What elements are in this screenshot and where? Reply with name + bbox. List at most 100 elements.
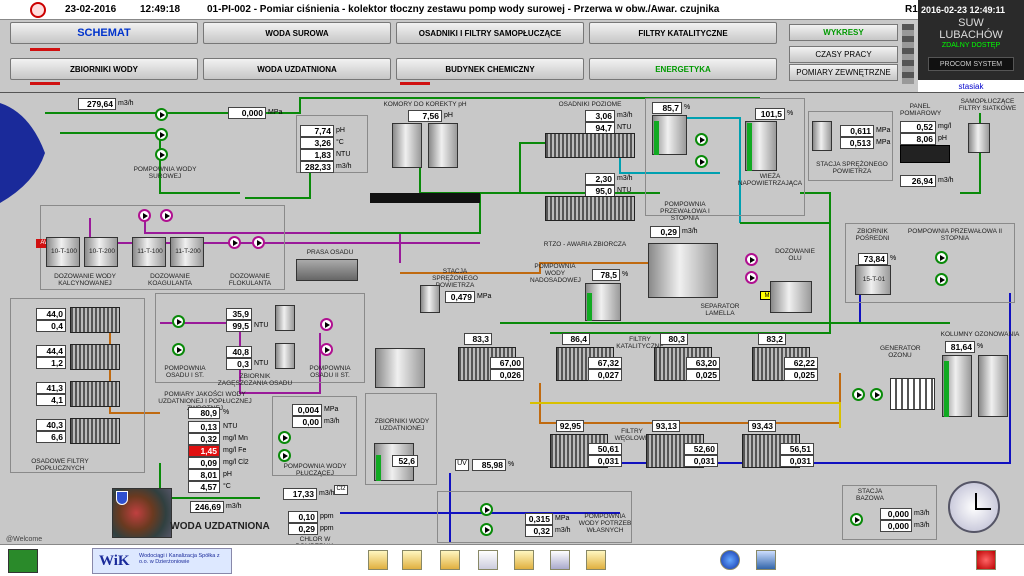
wq-unit-4: mg/l Cl2: [223, 459, 249, 466]
fs2-value: 0,4: [36, 320, 66, 332]
label-zageszcz: ZBIORNIK ZAGĘSZCZANIA OSADU: [217, 373, 293, 387]
osad-box: [155, 293, 365, 383]
od1-value: 246,69: [190, 501, 224, 513]
osad-pump-2[interactable]: [172, 343, 185, 356]
przewal-box: [645, 98, 805, 216]
koag-pump-2[interactable]: [160, 209, 173, 222]
potrzeb-pump-2[interactable]: [480, 523, 493, 536]
flok-pump-1[interactable]: [228, 236, 241, 249]
nav-zbiorniki[interactable]: ZBIORNIKI WODY: [10, 58, 198, 80]
przewal-pump-2[interactable]: [695, 155, 708, 168]
pluczaca-pump-1[interactable]: [278, 431, 291, 444]
user-name[interactable]: stasiak: [918, 80, 1024, 94]
power-icon[interactable]: [976, 550, 996, 570]
kat3-a: 63,20: [686, 357, 720, 369]
alarm-bar-2: [30, 82, 60, 85]
przewal-pump-1[interactable]: [695, 133, 708, 146]
zw-value: 52,6: [392, 455, 418, 467]
pluczaca-pump-2[interactable]: [278, 449, 291, 462]
report-icon[interactable]: [478, 550, 498, 570]
zbiorniki-box: [365, 393, 437, 485]
wq-unit-3: mg/l Fe: [223, 447, 247, 454]
osad-pump-1[interactable]: [172, 315, 185, 328]
wq-unit-6: °C: [223, 483, 231, 490]
clock-datetime: 2016-02-23 12:49:11: [921, 5, 1006, 15]
edit-icon[interactable]: [586, 550, 606, 570]
bazowa-pump[interactable]: [850, 513, 863, 526]
pressure1-value: 0,000: [228, 107, 266, 119]
help-icon[interactable]: [720, 550, 740, 570]
tank-10t200-label: 10-T-200: [88, 248, 116, 255]
nav-energetyka[interactable]: ENERGETYKA: [589, 58, 777, 80]
kat2-b: 0,027: [588, 369, 622, 381]
nav-czasy-pracy[interactable]: CZASY PRACY: [789, 46, 898, 63]
flok-pump-2[interactable]: [252, 236, 265, 249]
osad2-pump-1[interactable]: [320, 318, 333, 331]
osad-filter-3: [70, 381, 120, 407]
folder-icon-1[interactable]: [368, 550, 388, 570]
raw-pump-1[interactable]: [155, 108, 168, 121]
folder-icon-3[interactable]: [440, 550, 460, 570]
olu-pump-1[interactable]: [745, 253, 758, 266]
uv-badge: UV: [455, 459, 469, 471]
os1-unit: m3/h: [617, 112, 633, 119]
nav-schemat[interactable]: SCHEMAT: [10, 22, 198, 44]
nav-woda-uzdatniona[interactable]: WODA UZDATNIONA: [203, 58, 391, 80]
dam-unit: m3/h: [682, 228, 698, 235]
folder-icon-2[interactable]: [402, 550, 422, 570]
wq-unit-0: %: [223, 409, 230, 416]
preview-thumb[interactable]: [8, 549, 38, 573]
ch1-unit: ppm: [320, 513, 334, 520]
posredni-pump-1[interactable]: [935, 251, 948, 264]
ozon-level: [944, 361, 949, 417]
label-stacja-baz: STACJA BAZOWA: [856, 488, 884, 502]
nav-filtry-kat[interactable]: FILTRY KATALITYCZNE: [589, 22, 777, 44]
raw-pump-3[interactable]: [155, 148, 168, 161]
os4-unit: NTU: [617, 187, 632, 194]
zageszcz-tank-2: [275, 343, 295, 369]
koag-pump-1[interactable]: [138, 209, 151, 222]
wl2-unit: m3/h: [555, 527, 571, 534]
print-icon[interactable]: [514, 550, 534, 570]
label-wieza: WIEŻA NAPOWIETRZAJĄCA: [737, 173, 803, 187]
nav-woda-surowa[interactable]: WODA SUROWA: [203, 22, 391, 44]
wik-logo-sub: Wodociągi i Kanalizacja Spółka z o.o. w …: [139, 553, 220, 565]
scroll-indicator[interactable]: [902, 24, 914, 84]
nav-osadniki[interactable]: OSADNIKI I FILTRY SAMOPŁUCZĄCE: [396, 22, 584, 44]
fs5-value: 41,3: [36, 382, 66, 394]
olu-pump-2[interactable]: [745, 271, 758, 284]
document-icon[interactable]: [550, 550, 570, 570]
alarm-icon[interactable]: [30, 2, 46, 18]
os3-unit: m3/h: [617, 175, 633, 182]
monitor-icon[interactable]: [756, 550, 776, 570]
nav-pomiary-zew[interactable]: POMIARY ZEWNĘTRZNE: [789, 64, 898, 81]
label-pomp-wody-pl: POMPOWNIA WODY PŁUCZĄCEJ: [283, 463, 347, 477]
zw2-value: 85,98: [472, 459, 506, 471]
posredni-pump-2[interactable]: [935, 273, 948, 286]
st1-value: 0,479: [445, 291, 475, 303]
nav-budynek[interactable]: BUDYNEK CHEMICZNY: [396, 58, 584, 80]
label-filtry-wegl: FILTRY WĘGLOWE: [614, 428, 650, 442]
osad2-pump-2[interactable]: [320, 343, 333, 356]
wl1-unit: MPa: [555, 515, 570, 522]
raw-pump-2[interactable]: [155, 128, 168, 141]
w1-value: 85,7: [652, 102, 682, 114]
pa2-value: 8,06: [900, 133, 936, 145]
zageszcz-tank-1: [275, 305, 295, 331]
potrzeb-pump-1[interactable]: [480, 503, 493, 516]
pluczaca-box: [272, 396, 357, 476]
zageszcz-main: [375, 348, 425, 388]
posredni-box: [845, 223, 1015, 303]
osad4-unit: NTU: [254, 360, 269, 367]
ozon-pump-2[interactable]: [870, 388, 883, 401]
p1-unit: MPa: [324, 406, 339, 413]
wq-unit-1: NTU: [223, 423, 238, 430]
tank-11t200: 11-T-200: [170, 237, 204, 267]
ch1-value: 0,10: [288, 511, 318, 523]
wq-1: 0,13: [188, 421, 220, 433]
ozon-pump-1[interactable]: [852, 388, 865, 401]
wq-2: 0,32: [188, 433, 220, 445]
nav-wykresy[interactable]: WYKRESY: [789, 24, 898, 41]
stacja-box: [808, 111, 893, 181]
tank-11t200-label: 11-T-200: [175, 248, 201, 255]
